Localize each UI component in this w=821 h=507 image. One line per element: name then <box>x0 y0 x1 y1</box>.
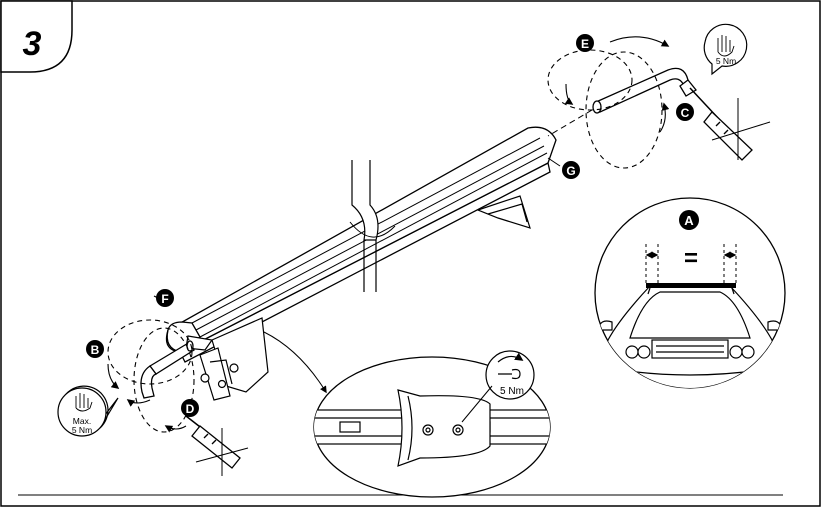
svg-text:D: D <box>186 402 195 416</box>
zoom-leader <box>263 331 327 394</box>
torque-bottom-line2: 5 Nm <box>72 425 92 435</box>
detail-zoom: 5 Nm <box>313 350 551 498</box>
detail-torque-label: 5 Nm <box>500 386 524 397</box>
callout-f: F <box>156 289 174 307</box>
step-badge: 3 <box>0 0 73 73</box>
rotation-paths-near <box>107 295 195 433</box>
car-roof-bar <box>646 283 736 288</box>
step-number: 3 <box>23 25 42 63</box>
svg-text:G: G <box>566 164 575 178</box>
equal-sign: = <box>684 245 698 272</box>
callout-e: E <box>576 34 594 52</box>
torque-bottom-line1: Max. <box>73 416 91 426</box>
torque-leader <box>461 385 493 423</box>
torque-badge-top: 5 Nm <box>703 23 748 76</box>
car-icon <box>597 285 783 388</box>
hand-icon-bottom <box>75 393 93 412</box>
svg-text:F: F <box>161 292 168 306</box>
torque-badge-bottom: Max. 5 Nm <box>57 385 119 437</box>
allen-key-near <box>140 340 195 399</box>
far-foot <box>476 195 531 229</box>
screwdriver-icon <box>689 87 771 161</box>
svg-text:B: B <box>91 343 100 357</box>
callout-c: C <box>676 103 694 121</box>
screwdriver-near <box>185 415 249 476</box>
callout-d: D <box>181 399 199 417</box>
hand-icon <box>717 35 735 57</box>
alignment-line <box>547 109 593 137</box>
callout-a: A <box>679 210 699 230</box>
g-leader <box>547 157 561 167</box>
wrench-icon <box>485 350 535 400</box>
svg-text:C: C <box>681 106 690 120</box>
svg-text:A: A <box>684 213 694 228</box>
callout-b: B <box>86 340 104 358</box>
torque-top-label: 5 Nm <box>716 56 736 66</box>
car-view-circle: = <box>594 197 786 389</box>
callout-g: G <box>562 161 580 179</box>
svg-text:E: E <box>581 37 589 51</box>
roof-bar <box>165 126 557 363</box>
allen-key-icon <box>592 67 697 114</box>
rotation-paths-top <box>547 36 670 169</box>
